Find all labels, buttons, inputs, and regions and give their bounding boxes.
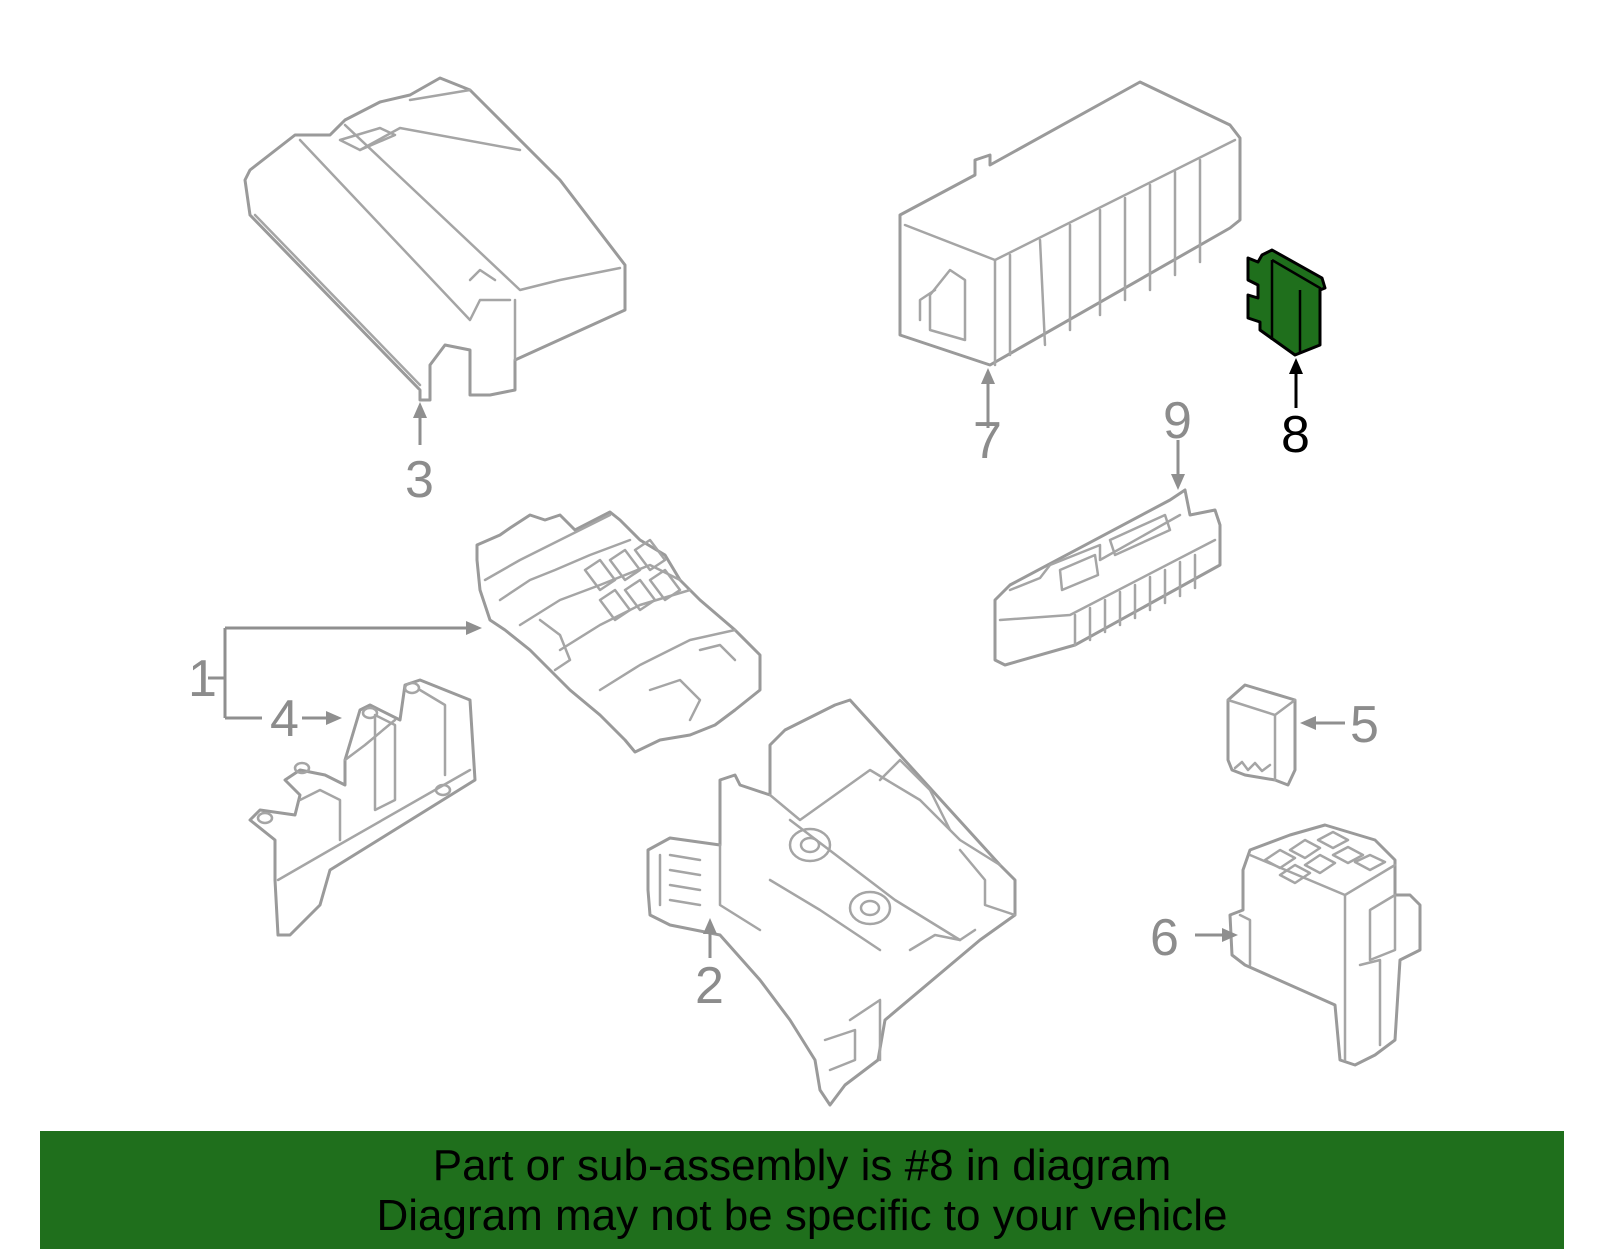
part-5-relay[interactable] xyxy=(1226,683,1297,787)
part-1-fuse-box[interactable] xyxy=(475,510,762,754)
banner-line-1: Part or sub-assembly is #8 in diagram xyxy=(432,1141,1172,1190)
callout-8: 8 xyxy=(1281,406,1310,464)
info-banner: Part or sub-assembly is #8 in diagram Di… xyxy=(40,1131,1564,1249)
callout-2: 2 xyxy=(695,957,724,1015)
part-6-socket[interactable] xyxy=(1228,823,1422,1067)
callout-6: 6 xyxy=(1150,909,1179,967)
part-3-cover[interactable] xyxy=(243,76,627,402)
callout-5: 5 xyxy=(1350,696,1379,754)
callout-7: 7 xyxy=(973,412,1002,470)
part-9-carrier[interactable] xyxy=(993,488,1222,667)
callout-4: 4 xyxy=(270,690,299,748)
callout-9: 9 xyxy=(1163,392,1192,450)
banner-line-2: Diagram may not be specific to your vehi… xyxy=(376,1191,1228,1240)
part-8-fuse[interactable] xyxy=(1246,248,1327,357)
part-7-housing[interactable] xyxy=(898,80,1242,367)
callout-1: 1 xyxy=(188,650,217,708)
part-4-bracket[interactable] xyxy=(248,678,477,937)
part-2-base[interactable] xyxy=(646,698,1017,1107)
callout-3: 3 xyxy=(405,451,434,509)
